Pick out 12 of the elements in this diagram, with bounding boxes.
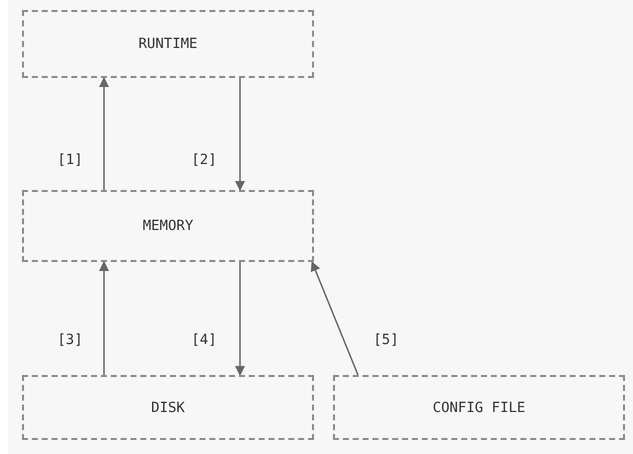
node-label: MEMORY [142,218,194,234]
runtime-box [22,10,314,78]
config-file-box [333,375,625,440]
arrow [99,77,109,190]
node-label: DISK [151,400,185,416]
node-label: RUNTIME [138,36,198,52]
arrow [99,261,109,375]
arrow [235,78,245,191]
arrow [310,261,359,376]
memory-box [22,190,314,262]
arrow [235,262,245,376]
node-label: CONFIG FILE [432,400,526,416]
